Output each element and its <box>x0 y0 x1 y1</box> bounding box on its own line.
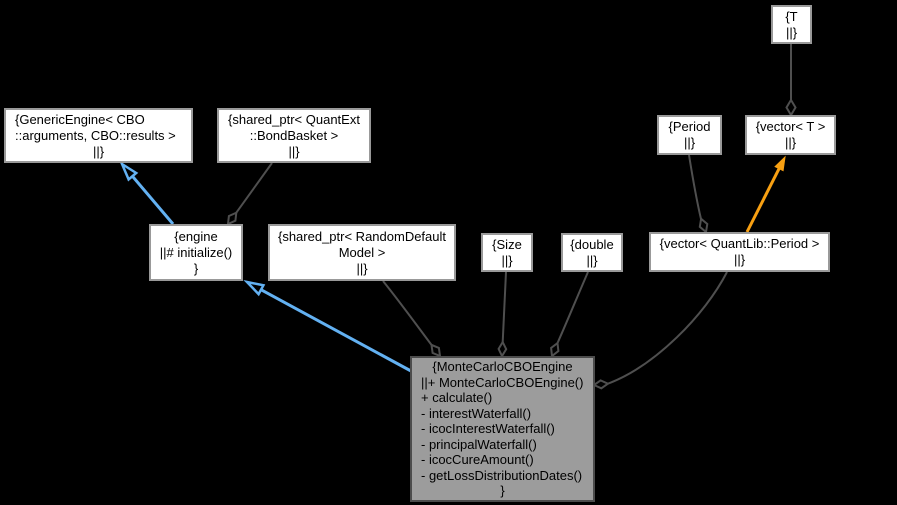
node-label-line: ||} <box>784 135 797 150</box>
edge-size-mc <box>497 271 508 359</box>
node-label-line: {Period <box>668 119 711 134</box>
node-label-line: ||# initialize() <box>159 244 233 260</box>
node-label-line: - getLossDistributionDates() <box>421 467 583 483</box>
edge-engine-genericengine-inheritance <box>119 160 175 225</box>
node-label-line: ||} <box>683 135 696 150</box>
node-label-line: Model > <box>338 244 386 260</box>
node-label-line: ||} <box>92 143 105 159</box>
node-shared-ptr-bondbasket[interactable]: {shared_ptr< QuantExt ::BondBasket > ||} <box>217 108 371 163</box>
edge-t-vector-t <box>785 44 797 117</box>
node-label-line: ||} <box>586 252 598 268</box>
node-double[interactable]: {double ||} <box>561 233 623 272</box>
edge-mc-engine-inheritance <box>243 279 412 373</box>
edge-bondbasket-engine <box>226 162 273 226</box>
node-label-line: - icocCureAmount() <box>421 452 534 468</box>
node-label-line: - icocInterestWaterfall() <box>421 421 555 437</box>
node-label-line: } <box>500 483 505 499</box>
node-period[interactable]: {Period ||} <box>657 115 722 155</box>
node-vector-quantlib-period[interactable]: {vector< QuantLib::Period > ||} <box>649 232 830 272</box>
node-label-line: {Size <box>492 236 522 252</box>
node-label-line: ||} <box>501 252 513 268</box>
node-label-line: ||} <box>733 252 746 267</box>
node-label-line: ::BondBasket > <box>249 127 339 143</box>
node-label-line: {shared_ptr< QuantExt <box>228 111 360 127</box>
node-shared-ptr-random-default-model[interactable]: {shared_ptr< RandomDefault Model > ||} <box>268 224 456 281</box>
edge-randomdefault-mc <box>382 280 442 358</box>
node-label-line: {GenericEngine< CBO <box>15 111 145 127</box>
node-vector-t[interactable]: {vector< T > ||} <box>745 115 836 155</box>
node-label-line: {double <box>570 236 614 252</box>
node-generic-engine[interactable]: {GenericEngine< CBO ::arguments, CBO::re… <box>4 108 193 163</box>
node-label-line: {shared_ptr< RandomDefault <box>277 228 447 244</box>
edge-template-vector <box>745 155 786 233</box>
node-label-line: {MonteCarloCBOEngine <box>432 359 573 375</box>
node-label-line: - interestWaterfall() <box>421 405 532 421</box>
node-label-line: ||+ MonteCarloCBOEngine() <box>421 374 584 390</box>
edge-double-mc <box>550 271 589 358</box>
node-size[interactable]: {Size ||} <box>481 233 533 272</box>
node-label-line: } <box>193 260 199 276</box>
node-t[interactable]: {T ||} <box>771 5 812 44</box>
node-label-line: ||} <box>356 260 368 276</box>
edge-period-vector-period <box>688 154 709 234</box>
node-engine[interactable]: {engine ||# initialize() } <box>149 224 243 281</box>
node-monte-carlo-cbo-engine[interactable]: {MonteCarloCBOEngine ||+ MonteCarloCBOEn… <box>410 356 595 502</box>
node-label-line: {engine <box>174 228 218 244</box>
edge-vector-period-mc <box>591 271 728 390</box>
node-label-line: {T <box>785 8 798 24</box>
node-label-line: + calculate() <box>421 390 493 406</box>
node-label-line: ||} <box>785 24 798 40</box>
node-label-line: {vector< T > <box>755 119 826 134</box>
node-label-line: ::arguments, CBO::results > <box>15 127 176 143</box>
node-label-line: {vector< QuantLib::Period > <box>659 236 820 251</box>
node-label-line: ||} <box>288 143 300 159</box>
node-label-line: - principalWaterfall() <box>421 436 537 452</box>
